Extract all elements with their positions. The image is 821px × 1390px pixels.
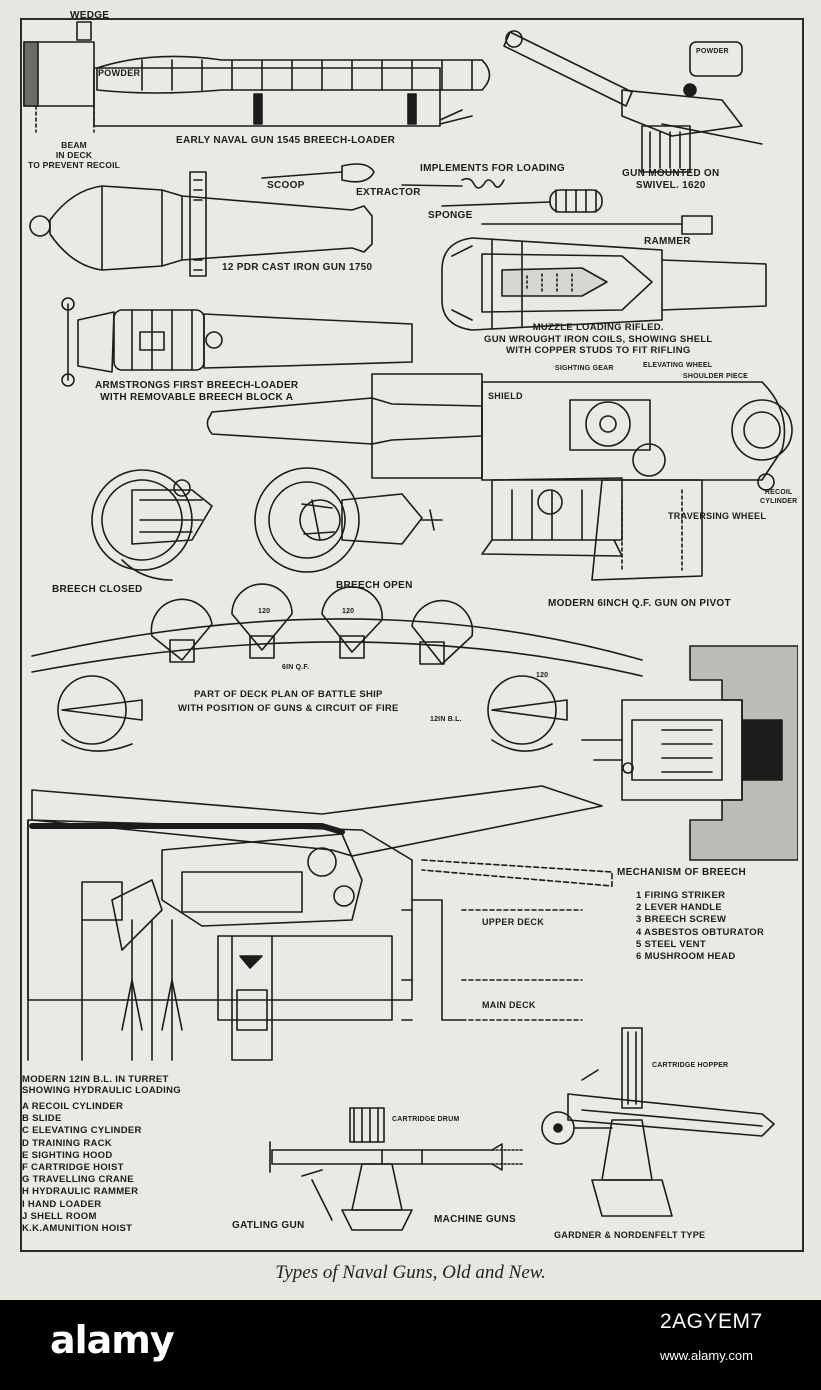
- watermark-band: [0, 1300, 821, 1390]
- label-degrees-3: 120: [536, 672, 549, 679]
- armstrong-breech-loader-drawing: [61, 297, 413, 387]
- label-elevating-wheel: ELEVATING WHEEL: [643, 362, 713, 369]
- label-gardner-nordenfelt: GARDNER & NORDENFELT TYPE: [554, 1230, 706, 1240]
- turret-legend-item: A RECOIL CYLINDER: [22, 1101, 124, 1112]
- turret-legend-item: K.K.AMUNITION HOIST: [22, 1223, 133, 1235]
- label-armstrong: ARMSTRONGS FIRST BREECH-LOADER WITH REMO…: [95, 380, 299, 403]
- label-powder: POWDER: [98, 68, 141, 78]
- label-shield: SHIELD: [488, 391, 523, 401]
- rifled-gun-drawing: [441, 237, 767, 331]
- label-implements: IMPLEMENTS FOR LOADING: [420, 163, 565, 174]
- breech-legend: 1 FIRING STRIKER 2 LEVER HANDLE 3 BREECH…: [636, 890, 764, 963]
- watermark-url: www.alamy.com: [660, 1348, 753, 1363]
- label-recoil-cylinder: RECOIL CYLINDER: [760, 489, 798, 505]
- label-sighting-gear: SIGHTING GEAR: [555, 365, 614, 372]
- label-wedge: WEDGE: [70, 10, 110, 21]
- label-degrees-2: 120: [342, 608, 355, 615]
- label-six-inch-qf-gun: MODERN 6INCH Q.F. GUN ON PIVOT: [548, 598, 731, 609]
- label-mechanism-of-breech: MECHANISM OF BREECH: [617, 867, 747, 878]
- label-sponge: SPONGE: [428, 210, 473, 221]
- breech-legend-item: 2 LEVER HANDLE: [636, 902, 723, 914]
- label-upper-deck: UPPER DECK: [482, 917, 545, 927]
- deck-plan-drawing: [31, 583, 643, 752]
- label-rammer: RAMMER: [644, 236, 691, 247]
- gatling-gun-drawing: [269, 1107, 523, 1231]
- cast-iron-gun-drawing: [29, 171, 373, 277]
- turret-legend-item: C ELEVATING CYLINDER: [22, 1125, 142, 1137]
- label-cast-iron-gun: 12 PDR CAST IRON GUN 1750: [222, 262, 373, 273]
- illustration-plate: [23, 21, 798, 1231]
- turret-legend-item: H HYDRAULIC RAMMER: [22, 1186, 139, 1198]
- label-beam-in-deck: BEAM IN DECK TO PREVENT RECOIL: [28, 140, 121, 170]
- label-shoulder-piece: SHOULDER PIECE: [683, 373, 749, 380]
- label-breech-closed: BREECH CLOSED: [52, 584, 143, 595]
- turret-drawing: [27, 785, 613, 1061]
- breech-legend-item: 3 BREECH SCREW: [636, 914, 727, 926]
- turret-legend-item: F CARTRIDGE HOIST: [22, 1162, 124, 1174]
- plate-caption: Types of Naval Guns, Old and New.: [275, 1262, 546, 1283]
- label-extractor: EXTRACTOR: [356, 187, 421, 198]
- breech-legend-item: 5 STEEL VENT: [636, 938, 706, 950]
- turret-legend-item: D TRAINING RACK: [22, 1137, 112, 1149]
- gardner-nordenfelt-drawing: [541, 1027, 775, 1217]
- label-gatling-gun: GATLING GUN: [232, 1220, 305, 1231]
- label-swivel-gun: GUN MOUNTED ON SWIVEL. 1620: [622, 168, 720, 191]
- breech-legend-item: 1 FIRING STRIKER: [636, 890, 726, 901]
- breech-views-drawing: [91, 467, 443, 581]
- label-cartridge-hopper: CARTRIDGE HOPPER: [652, 1062, 729, 1069]
- label-cartridge-drum: CARTRIDGE DRUM: [392, 1116, 460, 1123]
- swivel-gun-drawing: [503, 30, 763, 173]
- breech-legend-item: 4 ASBESTOS OBTURATOR: [636, 926, 765, 938]
- turret-legend-item: G TRAVELLING CRANE: [22, 1174, 134, 1186]
- label-degrees-1: 120: [258, 608, 271, 615]
- label-traversing-wheel: TRAVERSING WHEEL: [668, 511, 767, 521]
- early-naval-gun-drawing: [23, 21, 491, 133]
- label-powder-can: POWDER: [696, 48, 729, 55]
- turret-legend-item: I HAND LOADER: [22, 1198, 102, 1210]
- turret-legend: A RECOIL CYLINDER B SLIDE C ELEVATING CY…: [22, 1101, 142, 1235]
- loading-implements-drawing: [261, 163, 713, 235]
- label-rifled-gun: MUZZLE LOADING RIFLED. GUN WROUGHT IRON …: [484, 322, 713, 356]
- label-main-deck: MAIN DECK: [482, 1000, 536, 1010]
- breech-legend-item: 6 MUSHROOM HEAD: [636, 951, 736, 963]
- watermark-logo: alamy: [50, 1318, 175, 1362]
- label-breech-open: BREECH OPEN: [336, 580, 413, 591]
- label-machine-guns: MACHINE GUNS: [434, 1214, 516, 1225]
- breech-mechanism-drawing: [581, 645, 798, 861]
- label-deck-plan: PART OF DECK PLAN OF BATTLE SHIP WITH PO…: [178, 689, 399, 714]
- turret-legend-item: E SIGHTING HOOD: [22, 1149, 113, 1161]
- six-inch-qf-gun-drawing: [206, 373, 793, 581]
- label-twelve-in-bl: 12IN B.L.: [430, 716, 462, 723]
- watermark-stock-id: 2AGYEM7: [660, 1310, 763, 1333]
- label-turret-title: MODERN 12IN B.L. IN TURRET SHOWING HYDRA…: [22, 1074, 181, 1096]
- turret-legend-item: B SLIDE: [22, 1113, 62, 1125]
- label-six-in-qf: 6IN Q.F.: [282, 664, 310, 671]
- label-early-naval-gun: EARLY NAVAL GUN 1545 BREECH-LOADER: [176, 135, 396, 146]
- label-scoop: SCOOP: [267, 180, 305, 191]
- turret-legend-item: J SHELL ROOM: [22, 1210, 97, 1222]
